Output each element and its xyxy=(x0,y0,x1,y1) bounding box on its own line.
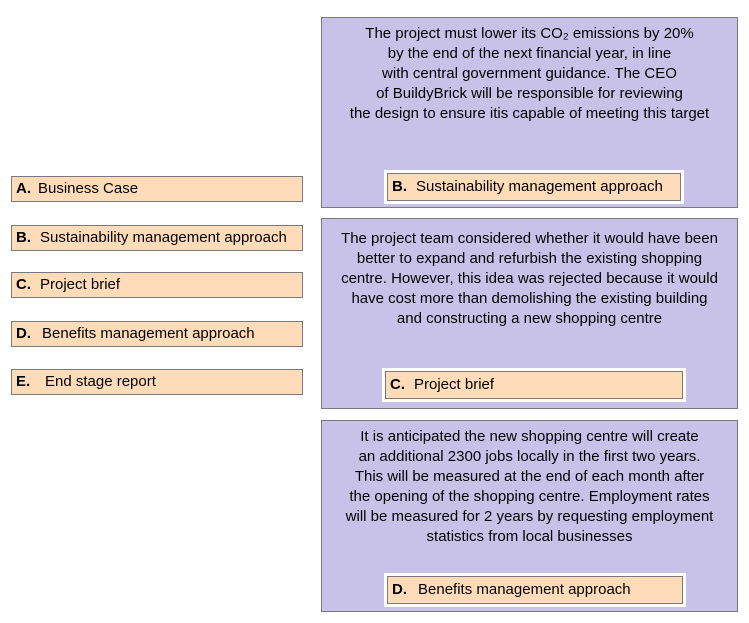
option-label: Benefits management approach xyxy=(42,325,255,342)
scenario-line: The project team considered whether it w… xyxy=(341,230,718,247)
scenario-card-3: It is anticipated the new shopping centr… xyxy=(321,420,738,612)
answer-label: Benefits management approach xyxy=(418,581,631,598)
scenario-line: by the end of the next financial year, i… xyxy=(387,45,672,62)
drop-zone[interactable]: B. Sustainability management approach xyxy=(384,170,684,204)
placed-answer[interactable]: B. Sustainability management approach xyxy=(387,173,681,201)
option-project-brief[interactable]: C. Project brief xyxy=(11,272,303,298)
scenario-line: with central government guidance. The CE… xyxy=(382,65,677,82)
scenario-text: The project team considered whether it w… xyxy=(328,229,731,329)
drop-zone[interactable]: D. Benefits management approach xyxy=(384,573,686,607)
scenario-card-2: The project team considered whether it w… xyxy=(321,218,738,409)
scenario-line: and constructing a new shopping centre xyxy=(396,310,663,327)
option-end-stage-report[interactable]: E. End stage report xyxy=(11,369,303,395)
scenario-line: will be measured for 2 years by requesti… xyxy=(345,508,714,525)
scenario-line: The project must lower its CO₂ emissions… xyxy=(365,25,694,42)
scenario-text: It is anticipated the new shopping centr… xyxy=(328,427,731,547)
option-letter: B. xyxy=(16,229,31,246)
scenario-line: better to expand and refurbish the exist… xyxy=(356,250,703,267)
scenario-text: The project must lower its CO₂ emissions… xyxy=(328,24,731,124)
answer-letter: B. xyxy=(392,178,407,195)
option-letter: E. xyxy=(16,373,31,390)
option-label: Project brief xyxy=(40,276,121,293)
scenario-line: This will be measured at the end of each… xyxy=(354,468,705,485)
scenario-line: an additional 2300 jobs locally in the f… xyxy=(358,448,701,465)
answer-label: Sustainability management approach xyxy=(416,178,663,195)
option-sustainability-management-approach[interactable]: B. Sustainability management approach xyxy=(11,225,303,251)
answer-label: Project brief xyxy=(414,376,495,393)
option-label: End stage report xyxy=(45,373,156,390)
option-label: Business Case xyxy=(38,180,139,197)
option-label: Sustainability management approach xyxy=(40,229,287,246)
drop-zone[interactable]: C. Project brief xyxy=(382,368,686,402)
scenario-line: statistics from local businesses xyxy=(426,528,633,545)
option-benefits-management-approach[interactable]: D. Benefits management approach xyxy=(11,321,303,347)
placed-answer[interactable]: C. Project brief xyxy=(385,371,683,399)
option-letter: D. xyxy=(16,325,31,342)
scenario-line: the design to ensure itis capable of mee… xyxy=(349,105,710,122)
scenario-line: It is anticipated the new shopping centr… xyxy=(360,428,699,445)
scenario-card-1: The project must lower its CO₂ emissions… xyxy=(321,17,738,208)
option-letter: C. xyxy=(16,276,31,293)
option-letter: A. xyxy=(16,180,31,197)
scenario-line: of BuildyBrick will be responsible for r… xyxy=(376,85,683,102)
scenario-line: have cost more than demolishing the exis… xyxy=(351,290,708,307)
answer-letter: D. xyxy=(392,581,407,598)
scenario-line: centre. However, this idea was rejected … xyxy=(341,270,718,287)
answer-letter: C. xyxy=(390,376,405,393)
option-business-case[interactable]: A. Business Case xyxy=(11,176,303,202)
scenario-line: the opening of the shopping centre. Empl… xyxy=(349,488,710,505)
placed-answer[interactable]: D. Benefits management approach xyxy=(387,576,683,604)
